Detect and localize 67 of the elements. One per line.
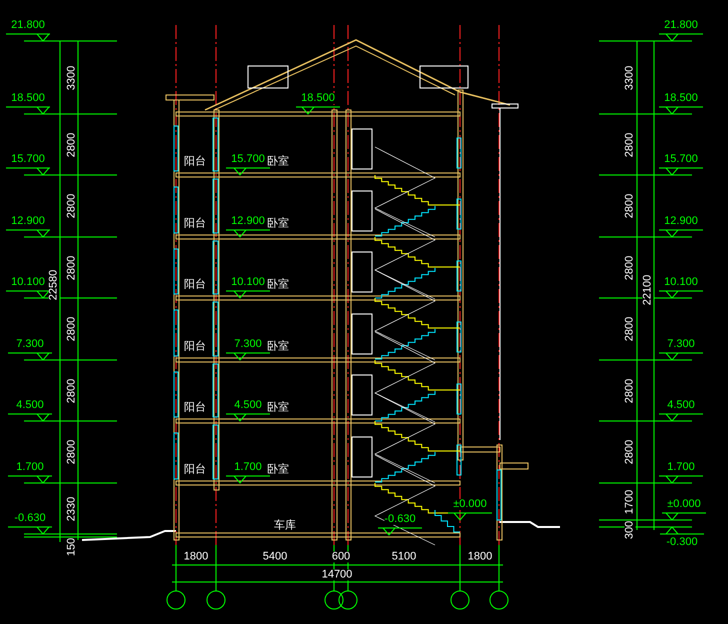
elevation-label: 18.500 xyxy=(664,93,698,104)
dimension-text: 2800 xyxy=(66,132,78,158)
dimension-text: 5400 xyxy=(262,552,288,562)
dimension-text: 600 xyxy=(332,552,350,562)
elevation-label: 4.500 xyxy=(234,400,262,411)
dimension-text: 2800 xyxy=(66,378,78,404)
dimension-text: 2800 xyxy=(624,440,636,464)
dimension-text: 22580 xyxy=(48,270,60,300)
elevation-label: 7.300 xyxy=(16,339,44,350)
elevation-label: 15.700 xyxy=(231,154,265,165)
dimension-text: 2800 xyxy=(624,316,636,342)
room-label: 卧室 xyxy=(267,218,289,230)
room-label: 卧室 xyxy=(267,156,289,168)
elevation-label: 12.900 xyxy=(11,216,45,227)
elevation-label: 1.700 xyxy=(16,462,44,473)
elevation-label: 12.900 xyxy=(664,216,698,227)
dimension-text: 2330 xyxy=(66,496,78,522)
dimension-text: 2800 xyxy=(624,132,636,158)
dimension-text: 2800 xyxy=(66,194,78,218)
elevation-label: ±0.000 xyxy=(453,499,487,510)
elevation-label: 18.500 xyxy=(11,93,45,104)
dimension-text: 2800 xyxy=(66,440,78,464)
room-label: 阳台 xyxy=(184,464,206,476)
room-label: 卧室 xyxy=(267,402,289,414)
dimension-text: 150 xyxy=(66,538,78,556)
elevation-label: 18.500 xyxy=(301,93,335,104)
dimension-text: 1800 xyxy=(468,552,492,562)
elevation-label: 1.700 xyxy=(234,462,262,473)
room-label: 车库 xyxy=(274,520,296,532)
dimension-text: 2800 xyxy=(624,194,636,218)
elevation-label: 10.100 xyxy=(11,277,45,288)
elevation-label: ±0.000 xyxy=(667,499,701,510)
elevation-label: 10.100 xyxy=(664,277,698,288)
dimension-text: 5100 xyxy=(392,552,416,562)
elevation-label: -0.300 xyxy=(666,537,698,548)
elevation-label: 21.800 xyxy=(11,20,45,31)
dimension-text: 2800 xyxy=(66,256,78,280)
dimension-text: 3300 xyxy=(624,66,636,90)
dimension-text: 14700 xyxy=(322,570,352,580)
elevation-label: 1.700 xyxy=(667,462,695,473)
elevation-label: 4.500 xyxy=(667,400,695,411)
elevation-label: 15.700 xyxy=(664,154,698,165)
elevation-label: 15.700 xyxy=(11,154,45,165)
elevation-label: 21.800 xyxy=(664,20,698,31)
room-label: 卧室 xyxy=(267,464,289,476)
dimension-text: 1800 xyxy=(184,552,208,562)
room-label: 阳台 xyxy=(184,280,206,290)
room-label: 卧室 xyxy=(267,280,289,290)
dimension-text: 22100 xyxy=(642,274,654,306)
elevation-label: -0.630 xyxy=(14,513,46,524)
dimension-text: 3300 xyxy=(66,66,78,90)
dimension-text: 2800 xyxy=(624,378,636,404)
elevation-label: 12.900 xyxy=(231,216,265,227)
room-label: 卧室 xyxy=(267,342,289,352)
dimension-text: 2800 xyxy=(624,256,636,280)
room-label: 阳台 xyxy=(184,402,206,414)
elevation-label: 10.100 xyxy=(231,277,265,288)
room-label: 阳台 xyxy=(184,218,206,230)
elevation-label: 7.300 xyxy=(234,339,262,350)
dimension-text: 1700 xyxy=(624,490,636,514)
elevation-label: 7.300 xyxy=(667,339,695,350)
room-label: 阳台 xyxy=(184,156,206,168)
elevation-label: 4.500 xyxy=(16,400,44,411)
room-label: 阳台 xyxy=(184,342,206,352)
dimension-text: 300 xyxy=(624,520,636,540)
dimension-text: 2800 xyxy=(66,316,78,342)
elevation-label: -0.630 xyxy=(384,514,416,525)
